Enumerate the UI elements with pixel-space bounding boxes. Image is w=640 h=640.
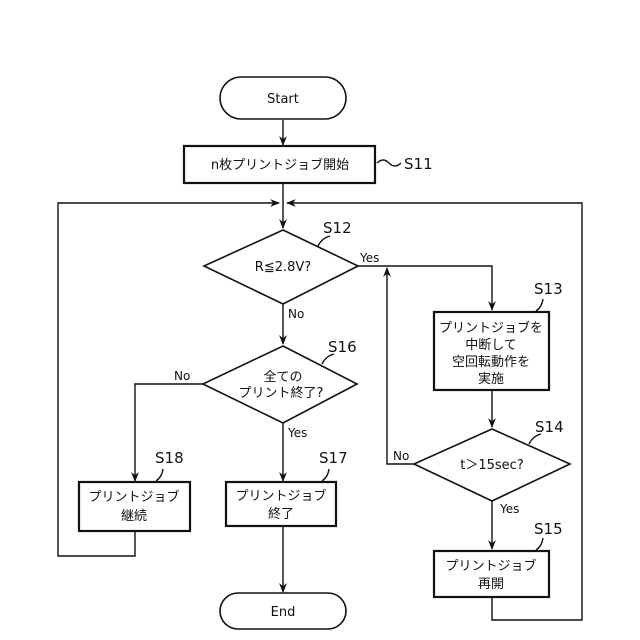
node-s16-line2: プリント終了?: [239, 385, 324, 401]
node-start: Start: [220, 77, 346, 119]
node-s17: プリントジョブ 終了 S17: [226, 449, 348, 526]
node-s12-text: R≦2.8V?: [255, 260, 311, 275]
step-label-s16: S16: [328, 338, 357, 356]
node-s14: t＞15sec? S14 No Yes: [393, 418, 570, 516]
step-label-s17: S17: [319, 449, 348, 467]
node-s18-line1: プリントジョブ: [88, 489, 179, 505]
edge-s14-no: [387, 268, 414, 464]
node-end-text: End: [271, 605, 296, 620]
step-leader: [536, 538, 543, 550]
node-s11-text: n枚プリントジョブ開始: [211, 157, 349, 173]
node-s17-line2: 終了: [268, 506, 294, 522]
step-leader: [322, 469, 329, 481]
node-s13-line2: 中断して: [465, 338, 517, 353]
node-s16-line1: 全ての: [263, 369, 302, 385]
step-leader: [318, 236, 330, 246]
step-leader: [156, 469, 163, 481]
node-start-text: Start: [267, 92, 299, 107]
edge-label-s12-yes: Yes: [359, 251, 379, 265]
edge-label-s14-yes: Yes: [499, 502, 519, 516]
step-label-s11: S11: [404, 155, 433, 173]
node-s17-line1: プリントジョブ: [235, 488, 326, 504]
edge-label-s12-no: No: [288, 307, 304, 321]
node-s15-line2: 再開: [478, 577, 504, 592]
step-label-s13: S13: [534, 280, 563, 298]
node-s12: R≦2.8V? S12 Yes No: [204, 219, 379, 321]
edge-label-s14-no: No: [393, 449, 409, 463]
node-s13-line3: 空回転動作を: [452, 355, 530, 370]
step-label-s12: S12: [323, 219, 352, 237]
node-s13-line1: プリントジョブを: [439, 320, 543, 336]
node-s13: プリントジョブを 中断して 空回転動作を 実施 S13: [434, 280, 563, 390]
edge-label-s16-yes: Yes: [287, 426, 307, 440]
node-s15-line1: プリントジョブ: [445, 558, 536, 574]
step-label-s14: S14: [535, 418, 564, 436]
node-s11: n枚プリントジョブ開始 S11: [184, 146, 433, 183]
node-s14-text: t＞15sec?: [460, 458, 523, 473]
step-label-s15: S15: [534, 520, 563, 538]
edge-label-s16-no: No: [174, 369, 190, 383]
step-leader: [377, 160, 401, 166]
node-s13-line4: 実施: [478, 371, 504, 387]
step-label-s18: S18: [155, 449, 184, 467]
node-s18-line2: 継続: [121, 509, 147, 524]
node-end: End: [220, 593, 346, 629]
node-s15: プリントジョブ 再開 S15: [434, 520, 563, 597]
node-s16: 全ての プリント終了? S16 No Yes: [174, 338, 357, 440]
edge-s12-s13: [358, 266, 492, 310]
step-leader: [536, 299, 543, 311]
